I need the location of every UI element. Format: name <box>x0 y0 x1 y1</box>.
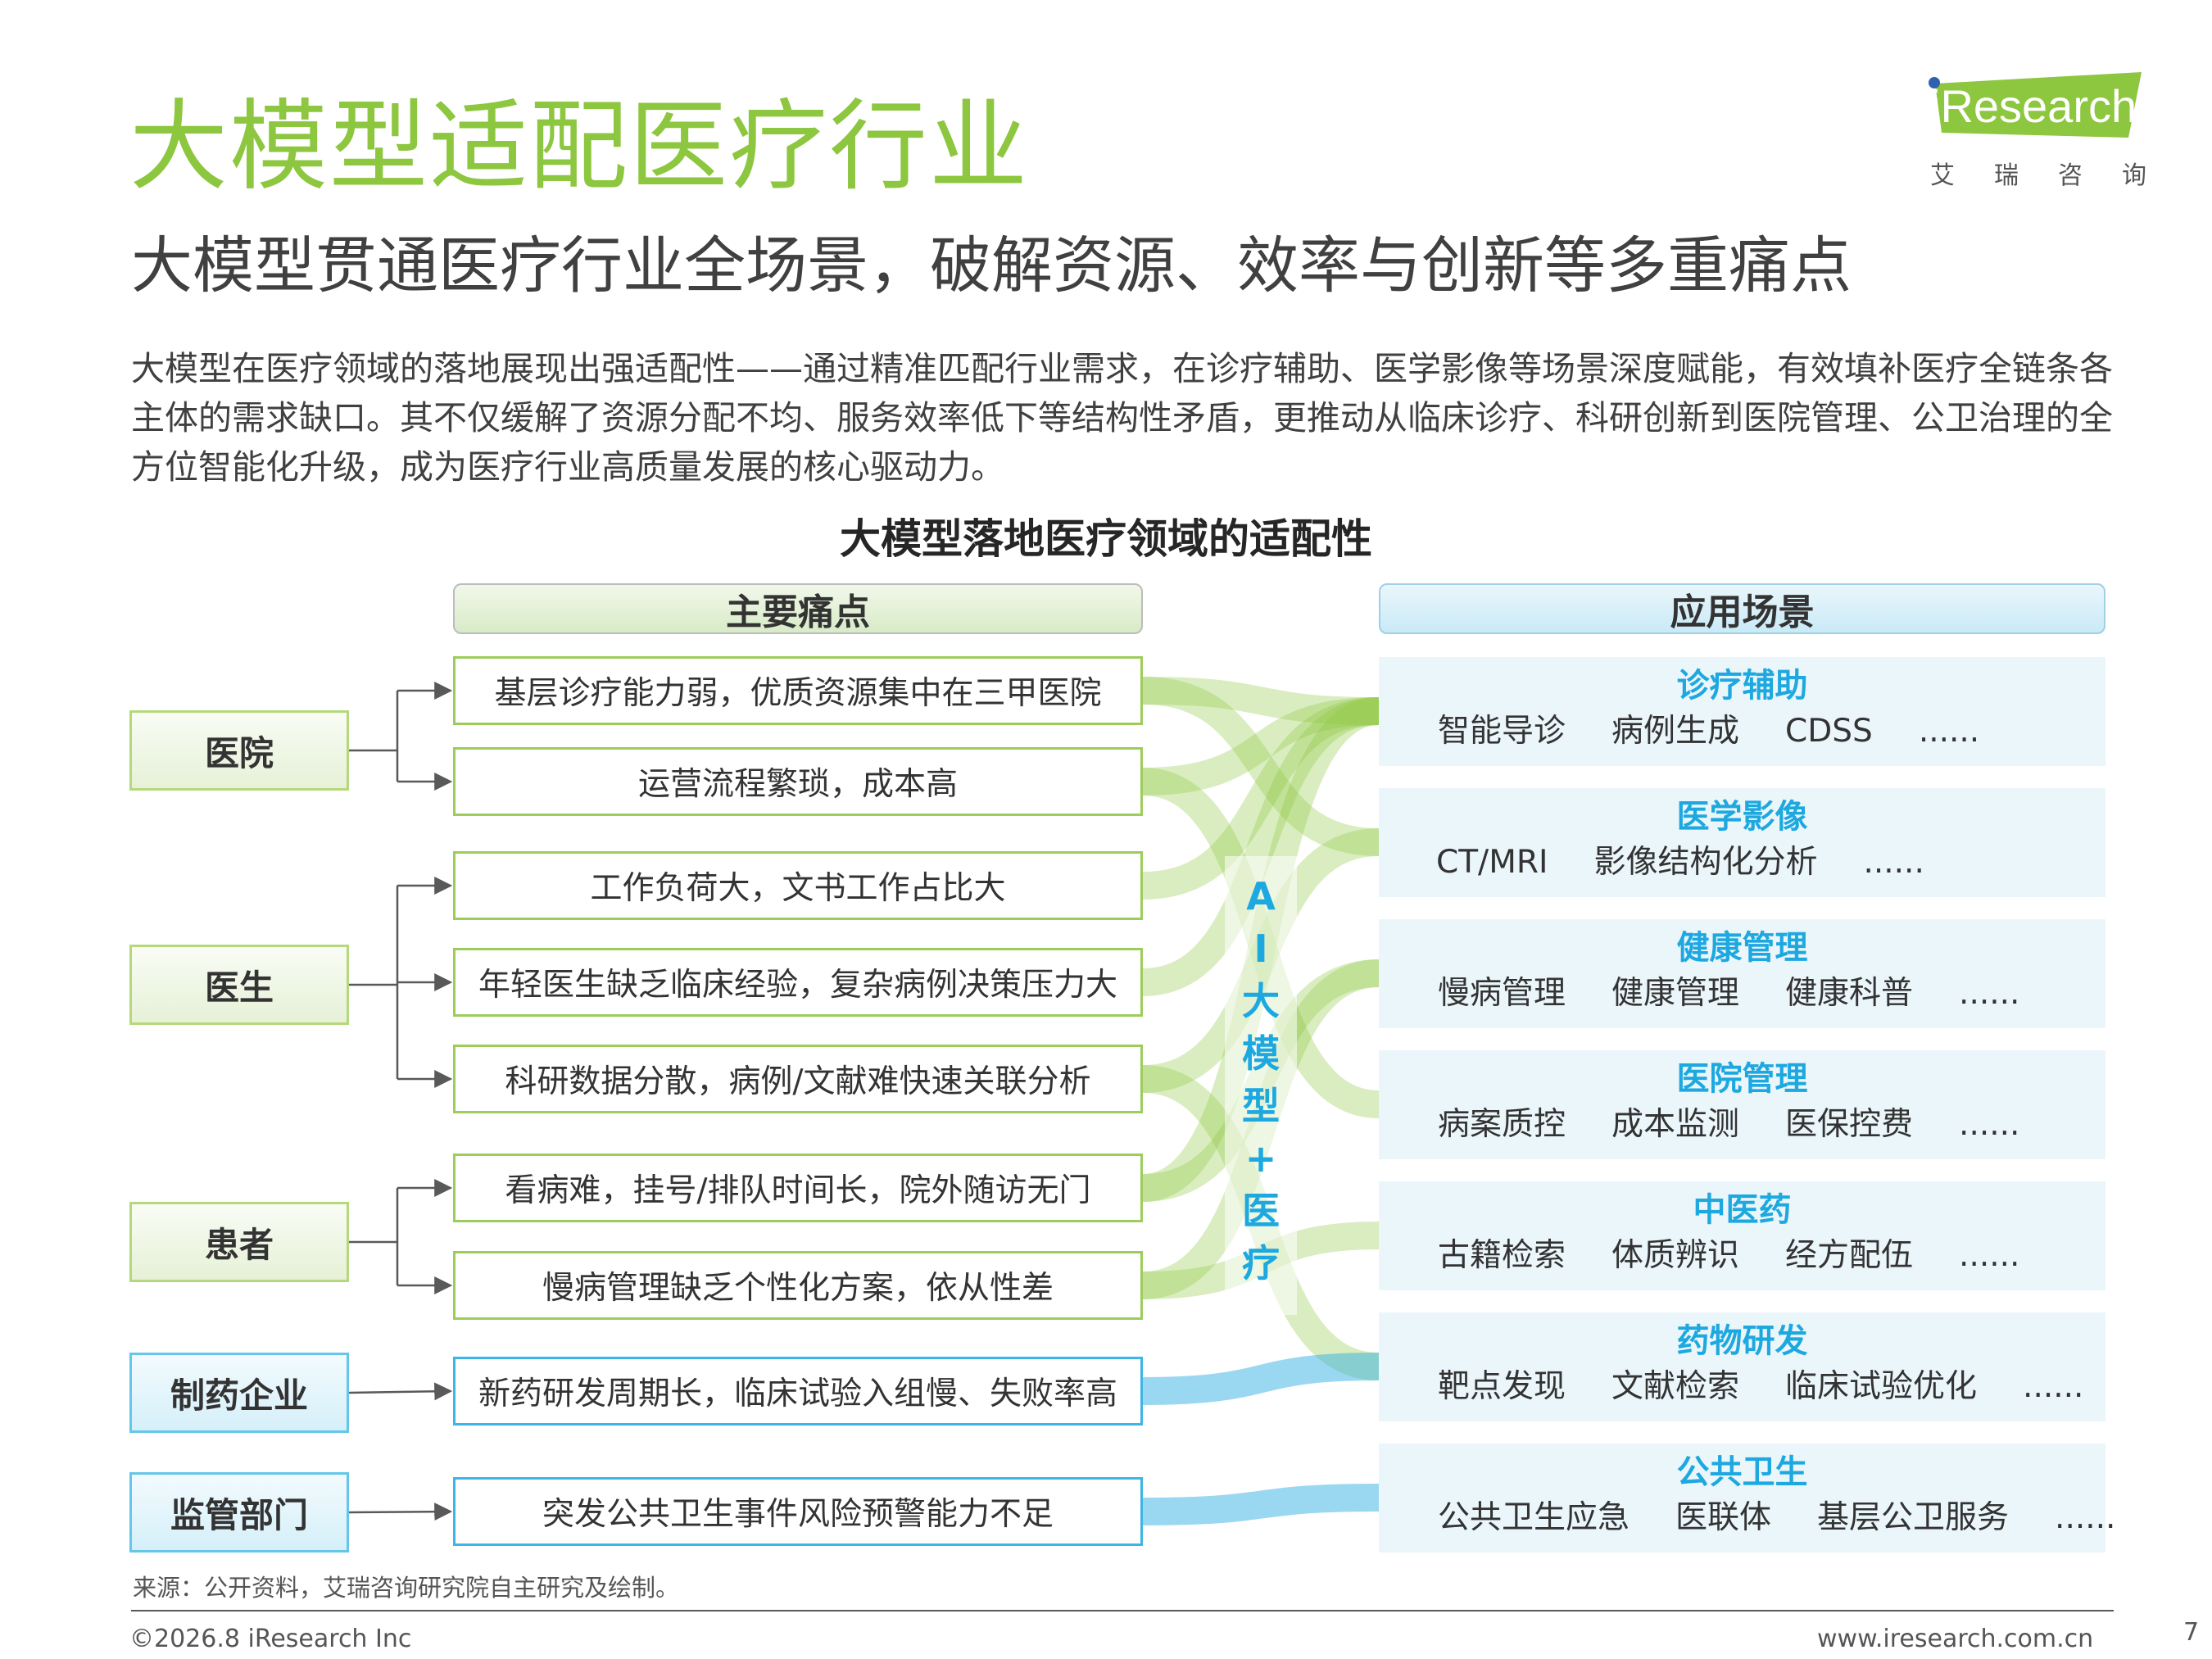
app-items: 古籍检索体质辨识经方配伍...... <box>1438 1237 2020 1274</box>
subject-doctor: 医生 <box>129 945 349 1025</box>
pain-points-header: 主要痛点 <box>453 583 1143 634</box>
subject-pharma: 制药企业 <box>129 1353 349 1433</box>
app-items: 慢病管理健康管理健康科普...... <box>1438 975 2020 1012</box>
app-title: 医院管理 <box>1676 1060 1808 1098</box>
pain-point: 基层诊疗能力弱，优质资源集中在三甲医院 <box>453 656 1143 725</box>
flow-band <box>1142 697 1380 900</box>
pain-point: 科研数据分散，病例/文献难快速关联分析 <box>453 1045 1143 1113</box>
app-drug-rnd: 药物研发 靶点发现文献检索临床试验优化...... <box>1379 1312 2105 1421</box>
logo-chinese-name: 艾瑞咨询 <box>1930 161 2186 190</box>
app-items: 病案质控成本监测医保控费...... <box>1438 1106 2020 1143</box>
logo-dot <box>1929 77 1940 88</box>
source-note: 来源：公开资料，艾瑞咨询研究院自主研究及绘制。 <box>133 1574 680 1602</box>
flow-band <box>1142 697 1380 796</box>
app-items: 公共卫生应急医联体基层公卫服务...... <box>1438 1499 2116 1536</box>
diagram-title: 大模型落地医疗领域的适配性 <box>840 515 1372 563</box>
subject-regulator: 监管部门 <box>129 1472 349 1552</box>
app-title: 药物研发 <box>1676 1322 1808 1360</box>
copyright: ©2026.8 iResearch Inc <box>129 1625 412 1653</box>
app-public-health: 公共卫生 公共卫生应急医联体基层公卫服务...... <box>1379 1444 2115 1552</box>
app-title: 健康管理 <box>1676 929 1808 967</box>
pain-point: 慢病管理缺乏个性化方案，依从性差 <box>453 1251 1143 1320</box>
footer-divider <box>131 1610 2114 1611</box>
pain-point: 看病难，挂号/排队时间长，院外随访无门 <box>453 1154 1143 1222</box>
flow-band <box>1142 1484 1380 1525</box>
logo-flag-shape <box>1935 72 2142 138</box>
iresearch-logo: iResearch 艾瑞咨询 <box>1917 72 2163 188</box>
app-tcm: 中医药 古籍检索体质辨识经方配伍...... <box>1379 1181 2105 1290</box>
app-title: 医学影像 <box>1676 798 1808 836</box>
subject-patient: 患者 <box>129 1202 349 1282</box>
application-scenarios-header: 应用场景 <box>1379 583 2105 634</box>
page-title: 大模型适配医疗行业 <box>129 90 1029 204</box>
app-title: 诊疗辅助 <box>1676 667 1808 705</box>
pain-point: 年轻医生缺乏临床经验，复杂病例决策压力大 <box>453 948 1143 1017</box>
page-subtitle: 大模型贯通医疗行业全场景，破解资源、效率与创新等多重痛点 <box>131 229 1852 301</box>
connector-arrow <box>348 1382 453 1401</box>
subject-connector-group <box>348 682 453 1521</box>
subject-hospital: 医院 <box>129 710 349 791</box>
app-items: 靶点发现文献检索临床试验优化...... <box>1438 1368 2084 1405</box>
website-link[interactable]: www.iresearch.com.cn <box>1817 1625 2094 1653</box>
pain-point: 突发公共卫生事件风险预警能力不足 <box>453 1477 1143 1546</box>
flow-band <box>1142 677 1380 856</box>
pain-point: 运营流程繁琐，成本高 <box>453 747 1143 816</box>
flow-band <box>1142 697 1380 996</box>
logo-wordmark: iResearch <box>1930 80 2137 132</box>
ai-label-backdrop <box>1225 856 1297 1315</box>
flow-band <box>1142 677 1380 725</box>
app-title: 公共卫生 <box>1676 1453 1808 1491</box>
flow-band <box>1142 1353 1380 1405</box>
page-number: 7 <box>2183 1618 2200 1647</box>
pain-point: 工作负荷大，文书工作占比大 <box>453 851 1143 920</box>
pain-point: 新药研发周期长，临床试验入组慢、失败率高 <box>453 1357 1143 1426</box>
app-health-management: 健康管理 慢病管理健康管理健康科普...... <box>1379 919 2105 1028</box>
app-hospital-management: 医院管理 病案质控成本监测医保控费...... <box>1379 1050 2105 1159</box>
app-title: 中医药 <box>1693 1191 1792 1229</box>
intro-paragraph: 大模型在医疗领域的落地展现出强适配性——通过精准匹配行业需求，在诊疗辅助、医学影… <box>131 349 2113 487</box>
